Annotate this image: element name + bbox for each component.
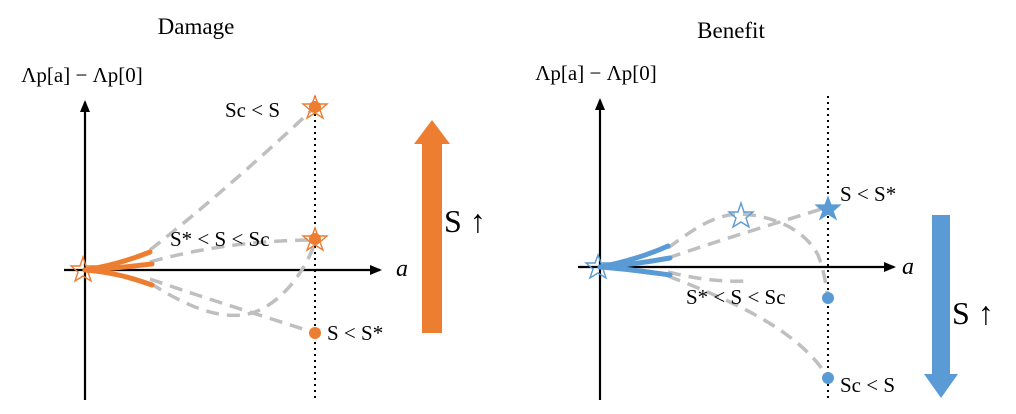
damage-curve-mid-upper xyxy=(149,238,316,264)
damage-label-bottom: S < S* xyxy=(327,321,383,345)
benefit-curve-top xyxy=(667,205,829,260)
damage-origin-star-icon xyxy=(69,254,97,283)
damage-x-axis-label: a xyxy=(396,256,408,282)
benefit-arrow-label: S ↑ xyxy=(952,295,994,331)
damage-curve-bottom xyxy=(149,277,316,335)
benefit-curve-bottom xyxy=(667,274,830,379)
benefit-peak-star-icon xyxy=(727,200,755,229)
benefit-label-mid: S* < S < Sc xyxy=(686,285,786,309)
benefit-fan-down xyxy=(597,264,673,278)
benefit-label-bottom: Sc < S xyxy=(840,373,895,397)
benefit-panel: Benefit Λp[a] − Λp[0] a S < S* S* < S < … xyxy=(535,18,994,402)
benefit-origin-star-icon xyxy=(584,253,612,280)
benefit-curve-arch xyxy=(666,212,830,299)
damage-top-star-icon xyxy=(301,94,329,120)
damage-panel: Damage Λp[a] − Λp[0] a Sc < S S* < S < S… xyxy=(21,14,486,400)
damage-mid-dot xyxy=(309,233,321,245)
benefit-x-axis-label: a xyxy=(902,254,914,280)
damage-label-mid: S* < S < Sc xyxy=(170,227,270,251)
benefit-mid-dot xyxy=(822,292,834,304)
damage-title: Damage xyxy=(158,14,235,39)
damage-mid-star-icon xyxy=(301,226,329,252)
benefit-y-axis-label: Λp[a] − Λp[0] xyxy=(535,61,657,85)
damage-y-axis-label: Λp[a] − Λp[0] xyxy=(21,63,143,87)
damage-bottom-dot xyxy=(309,327,321,339)
benefit-bottom-dot xyxy=(822,372,834,384)
damage-top-dot xyxy=(309,101,321,113)
damage-y-axis-label-text: Λp[a] − Λp[0] xyxy=(21,63,143,87)
benefit-y-axis-label-text: Λp[a] − Λp[0] xyxy=(535,61,657,85)
benefit-down-arrow-icon xyxy=(924,215,958,398)
benefit-title: Benefit xyxy=(697,18,765,43)
damage-fan-down xyxy=(82,267,155,288)
damage-curve-top xyxy=(148,105,317,252)
benefit-curve-mid-stub xyxy=(667,270,749,283)
damage-arrow-label: S ↑ xyxy=(444,203,486,239)
damage-label-top: Sc < S xyxy=(225,98,280,122)
damage-up-arrow-icon xyxy=(414,120,450,333)
benefit-label-top: S < S* xyxy=(840,182,896,206)
benefit-top-star-icon xyxy=(814,195,842,221)
